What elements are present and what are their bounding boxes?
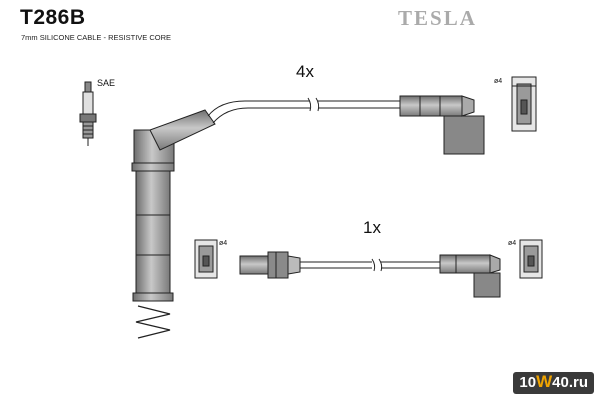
upper-distributor-boot bbox=[399, 95, 485, 155]
lower-cable bbox=[239, 251, 440, 279]
lower-distributor-boot bbox=[439, 254, 501, 298]
spark-plug-label: SAE bbox=[97, 78, 116, 88]
spark-plug-icon bbox=[79, 81, 97, 146]
terminal-lower-left-icon bbox=[194, 239, 218, 279]
upper-cable bbox=[207, 97, 400, 124]
terminal-diameter-lower-right: ø4 bbox=[508, 240, 517, 247]
lower-quantity-label: 1x bbox=[363, 218, 381, 237]
product-code: T286B bbox=[20, 6, 86, 29]
contact-spring-icon bbox=[135, 305, 171, 339]
long-plug-boot bbox=[131, 109, 216, 302]
terminal-diameter-lower-left: ø4 bbox=[219, 240, 228, 247]
watermark-part-c: 40.ru bbox=[552, 374, 588, 391]
cable-spec-subtitle: 7mm SILICONE CABLE - RESISTIVE CORE bbox=[21, 33, 172, 42]
site-watermark: 10W40.ru bbox=[513, 372, 594, 394]
brand-logo: TESLA bbox=[398, 6, 477, 30]
watermark-part-a: 10 bbox=[519, 374, 537, 391]
terminal-diameter-upper-right: ø4 bbox=[494, 78, 503, 85]
terminal-upper-right-icon bbox=[511, 76, 537, 132]
terminal-lower-right-icon bbox=[519, 239, 543, 279]
upper-quantity-label: 4x bbox=[296, 62, 314, 81]
watermark-part-b: W bbox=[536, 372, 553, 391]
